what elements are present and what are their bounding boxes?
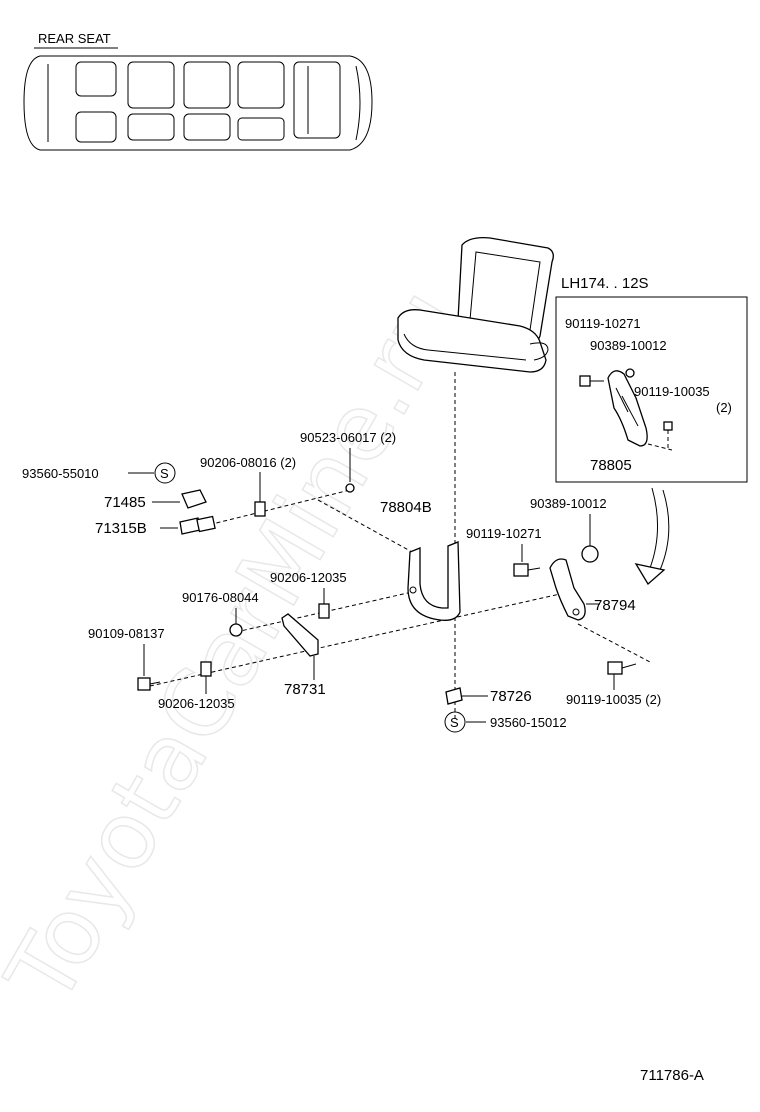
s-mark-2: S (450, 715, 459, 730)
rear-seat-illustration (397, 237, 554, 373)
dash-line-upper (195, 489, 351, 529)
seat-front-left (75, 61, 117, 97)
arrow-shaft (649, 487, 658, 569)
seat-row2-lower (127, 113, 175, 141)
seat-row3-lower (183, 113, 231, 141)
part-78731 (281, 613, 319, 657)
label-78731: 78731 (284, 681, 326, 698)
part-90109-08137 (137, 677, 151, 691)
inset-nut (625, 368, 635, 378)
label-93560-15012: 93560-15012 (490, 715, 567, 730)
arrow-shaft-inner (659, 489, 670, 571)
label-71485: 71485 (104, 494, 146, 511)
part-90119-10035-shank (621, 663, 637, 669)
label-90389-10012: 90389-10012 (530, 496, 607, 511)
vehicle-body-outline (23, 55, 373, 151)
part-78794 (549, 558, 586, 621)
inset-label-78805: 78805 (590, 457, 632, 474)
seat-cushion-edge (403, 333, 527, 361)
part-71485 (181, 489, 207, 509)
seat-row3-upper (183, 61, 231, 109)
dash-line-right (577, 623, 651, 663)
part-90176-08044 (229, 623, 243, 637)
dash-line-middle (235, 591, 413, 633)
part-90119-10271 (513, 563, 529, 577)
label-90206-08016: 90206-08016 (2) (200, 455, 296, 470)
part-90206-12035-a (318, 603, 330, 619)
part-71315B-head (196, 515, 216, 533)
label-90109-08137: 90109-08137 (88, 626, 165, 641)
part-90119-10271-shank (527, 567, 541, 571)
inset-pointer-arrow (634, 487, 670, 586)
label-78726: 78726 (490, 688, 532, 705)
inset-label-90119-10035: 90119-10035 (634, 384, 710, 399)
label-90119-10035: 90119-10035 (2) (566, 692, 661, 707)
section-label: REAR SEAT (38, 31, 111, 46)
part-78726 (445, 687, 463, 705)
inset-label-90119-10271: 90119-10271 (565, 316, 641, 331)
seat-row2-upper (127, 61, 175, 109)
s-mark-circle-2 (444, 711, 466, 733)
inset-label-qty: (2) (716, 400, 732, 415)
seat-rear-highlight (293, 61, 341, 139)
inset-frame (555, 296, 748, 483)
inset-label-90389-10012: 90389-10012 (590, 338, 667, 353)
seat-cushion (397, 309, 547, 373)
part-90206-12035-b (200, 661, 212, 677)
seat-side-trim (529, 342, 549, 361)
watermark-text: ToyotaCarMine.ru (0, 271, 481, 1021)
label-93560-55010: 93560-55010 (22, 466, 99, 481)
label-71315B: 71315B (95, 520, 147, 537)
inset-bracket-78805 (607, 370, 648, 447)
part-78804B-hole (409, 586, 417, 594)
s-mark-circle-1 (154, 462, 176, 484)
seat-front-right (75, 111, 117, 143)
vehicle-overview: REAR SEAT (23, 31, 373, 151)
label-78804B: 78804B (380, 499, 432, 516)
inset-box: LH174. . 12S 90119-10271 90389-10012 901… (555, 275, 748, 483)
dash-line-diag (317, 499, 413, 553)
part-90206-08016 (254, 501, 266, 517)
diagram-id: 711786-A (640, 1067, 704, 1084)
label-90523-06017: 90523-06017 (2) (300, 430, 396, 445)
label-78794: 78794 (594, 597, 636, 614)
inset-title: LH174. . 12S (561, 275, 649, 292)
seat-row4-upper (237, 61, 285, 109)
part-78794-hole (572, 608, 580, 616)
inset-bolt-head (579, 375, 591, 387)
s-mark-1: S (160, 466, 169, 481)
part-90389-10012 (581, 545, 599, 563)
part-90109-08137-shank (149, 681, 161, 685)
label-90206-12035-b: 90206-12035 (158, 696, 235, 711)
label-90206-12035-a: 90206-12035 (270, 570, 347, 585)
part-78804B (407, 541, 461, 621)
part-90119-10035 (607, 661, 623, 675)
seat-row4-lower (237, 117, 285, 141)
vehicle-inner-outline (47, 64, 361, 142)
inset-bracket-detail (615, 387, 639, 427)
part-90523-06017 (345, 483, 355, 493)
arrow-head (634, 563, 666, 586)
dash-line-lower (149, 593, 561, 687)
inset-bolt2-head (663, 421, 673, 431)
label-90176-08044: 90176-08044 (182, 590, 259, 605)
label-90119-10271: 90119-10271 (466, 526, 542, 541)
